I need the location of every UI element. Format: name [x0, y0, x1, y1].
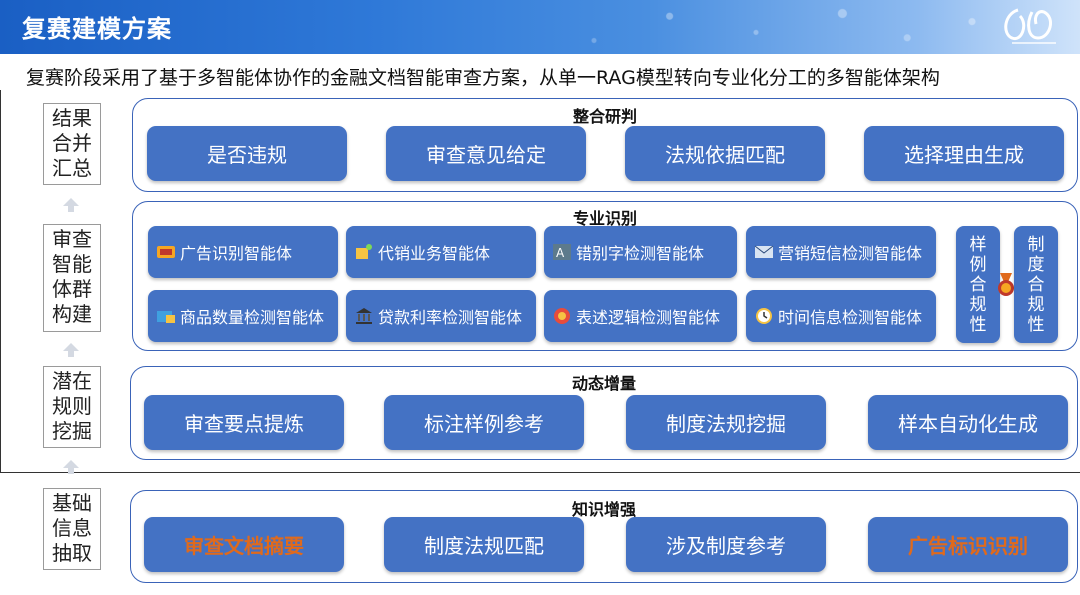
agent-label: 代销业务智能体 [378, 244, 491, 263]
doc-summary-button[interactable]: 审查文档摘要 [144, 517, 344, 572]
agent-typo-check[interactable]: A 错别字检测智能体 [544, 226, 737, 278]
review-opinion-button[interactable]: 审查意见给定 [386, 126, 586, 181]
side-label-rules: 潜在 规则 挖掘 [43, 366, 101, 448]
frame-left-line [0, 90, 1, 473]
key-points-button[interactable]: 审查要点提炼 [144, 395, 344, 450]
panel-title: 专业识别 [572, 209, 637, 228]
agent-logic-check[interactable]: 表述逻辑检测智能体 [544, 290, 737, 342]
agent-time-check[interactable]: 时间信息检测智能体 [746, 290, 936, 342]
side-label-merge: 结果 合并 汇总 [43, 103, 101, 185]
system-compliance-button[interactable]: 制 度 合 规 性 [1014, 226, 1058, 343]
up-arrow-icon [63, 198, 79, 212]
agent-sms-check[interactable]: 营销短信检测智能体 [746, 226, 936, 278]
clock-icon [756, 308, 772, 324]
agent-label: 商品数量检测智能体 [180, 308, 325, 327]
regulation-match-button[interactable]: 法规依据匹配 [625, 126, 825, 181]
page-title: 复赛建模方案 [22, 15, 172, 43]
header-banner: 复赛建模方案 [0, 0, 1080, 54]
agent-label: 错别字检测智能体 [576, 244, 705, 263]
svg-text:A: A [556, 246, 565, 260]
up-arrow-icon [63, 460, 79, 474]
annotated-samples-button[interactable]: 标注样例参考 [384, 395, 584, 450]
frame-bottom-line [0, 472, 1080, 473]
agent-ad-recognition[interactable]: 广告识别智能体 [148, 226, 338, 278]
envelope-icon [754, 245, 774, 258]
side-label-extract: 基础 信息 抽取 [43, 488, 101, 570]
medal-icon [998, 273, 1014, 296]
text-check-icon: A [553, 244, 571, 260]
is-violation-button[interactable]: 是否违规 [147, 126, 347, 181]
agent-consignment[interactable]: 代销业务智能体 [346, 226, 536, 278]
agent-label: 广告识别智能体 [180, 244, 293, 263]
regulation-matching-button[interactable]: 制度法规匹配 [384, 517, 584, 572]
logo-icon [1004, 8, 1056, 44]
bank-icon [356, 308, 372, 324]
panel-title: 整合研判 [572, 107, 637, 126]
agent-product-quantity[interactable]: 商品数量检测智能体 [148, 290, 338, 342]
agent-label: 营销短信检测智能体 [778, 244, 923, 263]
sample-compliance-button[interactable]: 样 例 合 规 性 [956, 226, 1000, 343]
panel-title: 动态增量 [571, 374, 636, 393]
agent-loan-rate[interactable]: 贷款利率检测智能体 [346, 290, 536, 342]
system-reference-button[interactable]: 涉及制度参考 [626, 517, 826, 572]
handshake-icon [356, 244, 372, 259]
ad-icon [157, 246, 175, 258]
reason-generation-button[interactable]: 选择理由生成 [864, 126, 1064, 181]
gear-icon [554, 308, 570, 324]
sample-generation-button[interactable]: 样本自动化生成 [868, 395, 1068, 450]
agent-label: 表述逻辑检测智能体 [576, 308, 721, 327]
regulation-mining-button[interactable]: 制度法规挖掘 [626, 395, 826, 450]
ad-label-recognition-button[interactable]: 广告标识识别 [868, 517, 1068, 572]
subtitle: 复赛阶段采用了基于多智能体协作的金融文档智能审查方案，从单一RAG模型转向专业化… [26, 67, 940, 89]
wallet-icon [157, 311, 175, 323]
panel-title: 知识增强 [571, 500, 636, 519]
up-arrow-icon [63, 343, 79, 357]
agent-label: 贷款利率检测智能体 [378, 308, 523, 327]
side-label-agents: 审查 智能 体群 构建 [43, 224, 101, 332]
agent-label: 时间信息检测智能体 [778, 308, 923, 327]
